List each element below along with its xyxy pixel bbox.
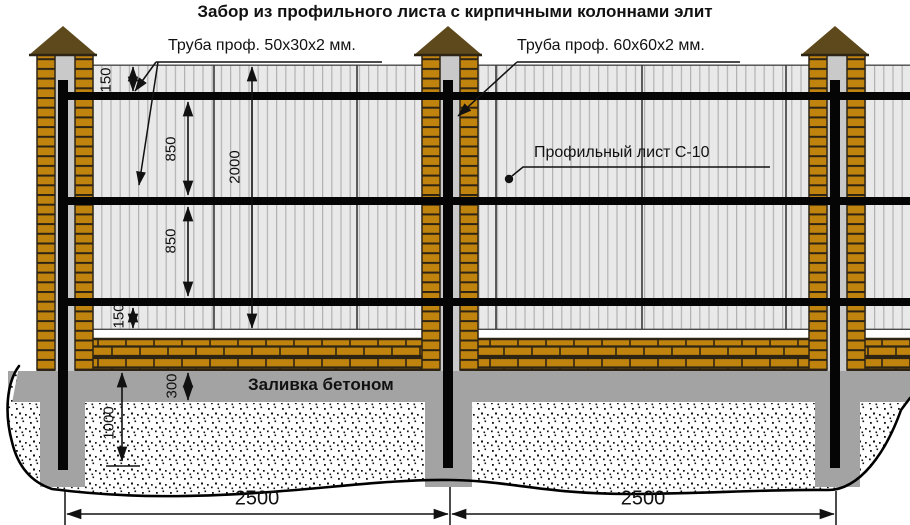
column-cap xyxy=(414,26,482,55)
label-tube-50x30: Труба проф. 50х30х2 мм. xyxy=(168,37,356,54)
dim-rail-gap-upper: 850 xyxy=(162,136,180,162)
label-tube-60x60: Труба проф. 60х60х2 мм. xyxy=(517,37,705,54)
leader-dot xyxy=(504,174,514,184)
steel-rails xyxy=(58,92,910,306)
dim-strip-thickness: 300 xyxy=(163,373,181,399)
span-dimensions xyxy=(64,487,837,525)
concrete-strip xyxy=(8,371,910,402)
dim-bottom-offset: 150 xyxy=(110,303,128,329)
ground-line xyxy=(6,364,910,498)
steel-posts xyxy=(58,80,840,470)
column-cap xyxy=(801,26,869,55)
dim-top-offset: 150 xyxy=(97,67,115,93)
label-sheet-c10: Профильный лист С-10 xyxy=(534,144,710,161)
leader-lines xyxy=(134,61,770,186)
diagram-title: Забор из профильного листа с кирпичными … xyxy=(197,2,713,21)
dim-span-left: 2500 xyxy=(234,487,280,510)
dim-sheet-height: 2000 xyxy=(226,150,244,184)
label-concrete-fill: Заливка бетоном xyxy=(248,375,394,394)
dim-pier-depth: 1000 xyxy=(100,406,118,440)
dimension-lines xyxy=(106,66,258,467)
dim-rail-gap-lower: 850 xyxy=(162,228,180,254)
column-cap xyxy=(29,26,97,55)
dim-span-right: 2500 xyxy=(620,487,666,510)
